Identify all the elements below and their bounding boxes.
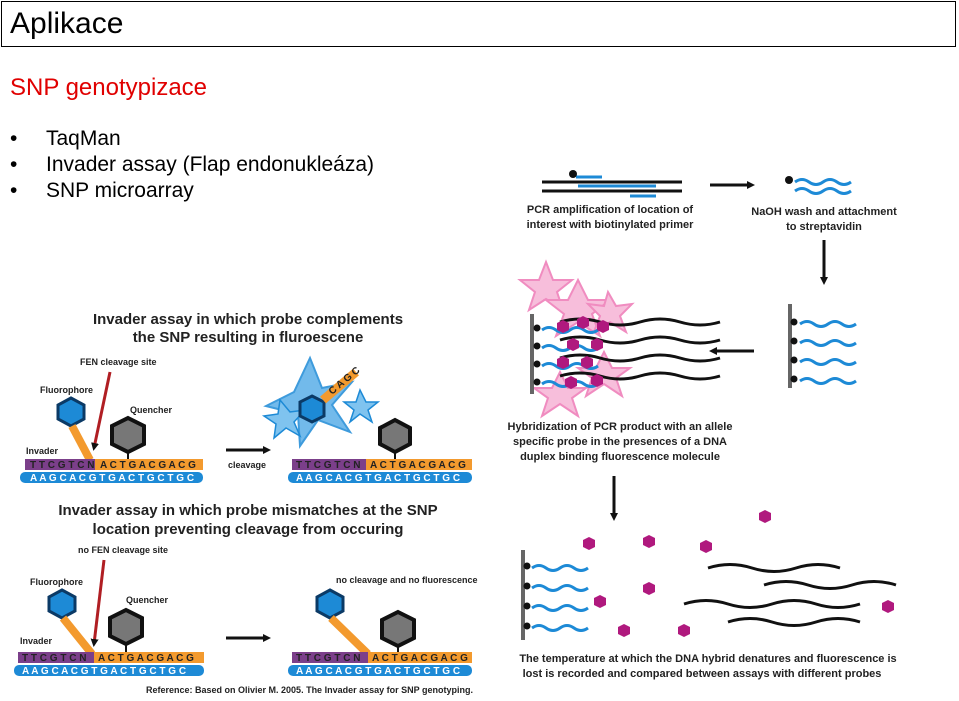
probe-flap [328,615,371,657]
small-star-icon [341,388,381,425]
invader-label: Invader [20,636,53,646]
bullet-marker: • [10,127,18,150]
naoh-label-2: to streptavidin [786,221,862,233]
quencher-hexagon-icon [108,607,144,647]
fluorophore-hexagon-icon [298,394,326,424]
fluorophore-hexagon-icon [56,396,86,428]
invader-seq: T T C G T C N [296,653,360,664]
red-arrow-icon [91,371,112,451]
no-cleavage-label: no cleavage and no fluorescence [336,575,478,585]
invader-assay-panel: Invader assay in which probe complements… [14,311,478,695]
invader-label: Invader [26,446,59,456]
template-strand [20,472,203,483]
list-item: • TaqMan [10,126,374,152]
fluorophore-label: Fluorophore [30,577,83,587]
immobilized-strands [788,304,857,388]
probe-seq: A C T G A C G A C G [372,653,468,664]
quencher-label: Quencher [126,595,169,605]
reference-note: Reference: Based on Olivier M. 2005. The… [146,685,473,695]
hybridization-label-2: specific probe in the presences of a DNA [513,436,727,448]
probe-flap [68,424,94,462]
page-title: Aplikace [10,7,124,40]
probe-strand [368,652,472,663]
probe-mismatch-scheme: no FEN cleavage site Fluorophore Quenche… [14,545,204,677]
no-cleavage-scheme: no cleavage and no fluorescence T T C G … [288,575,478,677]
flap-seq: C A G C [327,365,362,397]
fluorophore-label: Fluorophore [40,385,93,395]
title-bar: Aplikace [1,1,956,47]
hybridization-scheme [517,259,721,419]
biotin-dot-icon [785,176,793,184]
template-strand [14,665,204,676]
bullet-marker: • [10,179,18,202]
released-flap [320,368,359,404]
temperature-label-2: lost is recorded and compared between as… [523,668,882,680]
template-seq: A A G C A C G T G A C T G C T G C [296,666,460,677]
temperature-label-1: The temperature at which the DNA hybrid … [519,653,896,665]
probe-flap [59,615,96,657]
invader-strand [18,652,94,663]
probe-seq: A C T G A C G A C G [100,460,196,471]
invader-seq: T T C G T C N [30,460,94,471]
naoh-label-1: NaOH wash and attachment [751,206,897,218]
bullet-text: SNP microarray [46,179,194,202]
pink-star-icon [530,369,590,419]
biotinylated-strand [785,176,852,195]
invader-top-heading-2: the SNP resulting in fluroescene [133,329,364,346]
section-subtitle: SNP genotypizace [10,74,208,101]
quencher-hexagon-icon [380,609,416,649]
quencher-hexagon-icon [110,415,146,455]
probe-complement-scheme: FEN cleavage site Fluorophore Quencher I… [20,357,203,484]
pcr-strands [542,170,682,198]
biotin-dot-icon [569,170,577,178]
probe-seq: A C T G A C G A C G [98,653,194,664]
pcr-label-1: PCR amplification of location of [527,204,694,216]
template-strand [288,665,472,676]
pcr-label-2: interest with biotinylated primer [527,219,695,231]
invader-top-heading-1: Invader assay in which probe complements [93,311,403,328]
hybridization-label-3: duplex binding fluorescence molecule [520,451,720,463]
list-item: • Invader assay (Flap endonukleáza) [10,152,374,178]
template-seq: A A G C A C G T G A C T G C T G C [22,666,186,677]
invader-bottom-heading-2: location preventing cleavage from occuri… [93,521,404,538]
fen-cleavage-label: FEN cleavage site [80,357,157,367]
bullet-text: TaqMan [46,127,121,150]
quencher-label: Quencher [130,405,173,415]
no-fen-cleavage-label: no FEN cleavage site [78,545,168,555]
invader-seq: T T C G T C N [296,460,360,471]
probe-seq: A C T G A C G A C G [370,460,466,471]
probe-strand [94,652,204,663]
invader-strand [25,459,95,470]
invader-seq: T T C G T C N [22,653,86,664]
hybridization-label-1: Hybridization of PCR product with an all… [508,421,733,433]
bullet-text: Invader assay (Flap endonukleáza) [46,153,375,176]
quencher-hexagon-icon [378,417,412,455]
fluorophore-hexagon-icon [315,588,345,620]
list-item: • SNP microarray [10,178,374,204]
probe-strand [95,459,203,470]
bullet-list: • TaqMan • Invader assay (Flap endonukleáz… [10,126,374,204]
cleavage-label: cleavage [228,460,266,470]
invader-strand [292,652,368,663]
red-arrow-icon [90,559,106,647]
template-strand [288,472,472,483]
invader-strand [292,459,366,470]
cleaved-scheme: C A G C T T C G T C N A C T G A C G A C … [261,355,472,484]
invader-bottom-heading-1: Invader assay in which probe mismatches … [58,502,437,519]
template-seq: A A G C A C G T G A C T G C T G C [296,473,460,484]
fluorophore-hexagon-icon [47,588,77,620]
template-seq: A A G C A C G T G A C T G C T G C [30,473,194,484]
microarray-panel: PCR amplification of location of interes… [508,170,897,680]
probe-strand [366,459,472,470]
bullet-marker: • [10,153,18,176]
denaturation-scheme [521,510,897,640]
